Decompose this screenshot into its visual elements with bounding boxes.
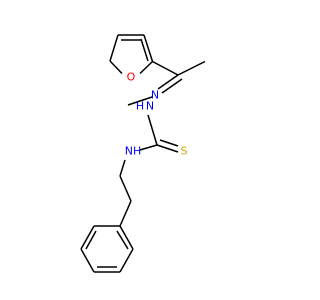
hydrazine-h-label: H (136, 100, 144, 113)
bond-c-to-nh2 (139, 144, 158, 151)
molecule-structure: O N H N NH S (80, 34, 206, 273)
furan-oxygen-label: O (127, 71, 136, 84)
bond-nh-to-c (147, 114, 158, 146)
bond-furan-to-imine-carbon (152, 60, 179, 76)
hydrazine-n-label: N (146, 100, 154, 113)
bond-c-s-double-1 (156, 144, 179, 153)
imine-nitrogen-label: N (151, 89, 159, 102)
benzene-ring (80, 225, 134, 273)
furan-bond-c2-c3-inner (140, 38, 149, 62)
furan-bond-c5-o (109, 60, 123, 75)
furan-bond-c2-c3 (143, 34, 154, 62)
furan-bond-c2-o (139, 60, 154, 75)
bond-c-s-double-2 (159, 139, 179, 147)
benzene-bond-5 (119, 248, 134, 273)
bond-n-n (127, 96, 153, 106)
benzene-inner-1 (85, 230, 97, 250)
bond-ch2-ch2 (119, 175, 132, 202)
molecule-diagram: O N H N NH S (80, 34, 206, 273)
bond-ch2-to-phenyl (119, 200, 132, 227)
bond-methyl (177, 60, 206, 76)
bond-nh-to-ch2 (119, 159, 126, 177)
furan-ring (109, 34, 154, 75)
furan-bond-c4-c5 (109, 34, 119, 62)
benzene-inner-3 (116, 230, 129, 250)
sulfur-label: S (181, 145, 188, 158)
thioamide-nh-label: NH (125, 145, 142, 158)
benzene-bond-6 (119, 225, 134, 250)
benzene-bond-3 (80, 248, 95, 273)
bond-c-n-double-1 (157, 74, 179, 90)
benzene-bond-2 (80, 225, 95, 250)
bond-c-n-double-2 (161, 78, 183, 94)
